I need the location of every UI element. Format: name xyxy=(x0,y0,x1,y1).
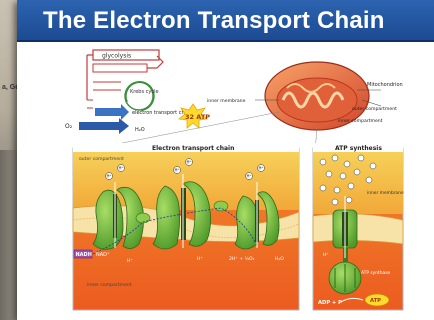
nadh-label: NADH xyxy=(76,252,92,258)
water-equation-label: 2H⁺ + ½O₂ xyxy=(229,255,255,262)
h-ion-label: H⁺ xyxy=(175,168,180,173)
inner-membrane-label: inner membrane xyxy=(207,98,246,104)
etc-h-matrix: H⁺ xyxy=(197,256,203,262)
slide: The Electron Transport Chain gl xyxy=(17,0,434,320)
atp-panel-title: ATP synthesis xyxy=(335,145,382,152)
etc-inner-label: inner compartment xyxy=(87,282,132,288)
mobile-carrier xyxy=(136,213,150,223)
etc-outer-label: outer compartment xyxy=(79,156,124,162)
nad-label: NAD⁺ xyxy=(96,252,110,258)
protein-complex-3 xyxy=(153,182,211,249)
mobile-carrier xyxy=(214,201,228,211)
mitochondrion-label: Mitochondrion xyxy=(367,82,403,88)
mitochondrion-illustration: Mitochondrion outer compartment inner co… xyxy=(77,62,403,152)
atp-synthase-label: ATP synthase xyxy=(361,270,391,276)
slide-title: The Electron Transport Chain xyxy=(43,7,385,35)
atp-inner-membrane-label: inner membrane xyxy=(367,190,404,196)
krebs-label: Krebs cycle xyxy=(130,89,159,95)
adp-label: ADP + P xyxy=(318,300,342,306)
o2-label: O₂ xyxy=(65,123,73,130)
title-bar: The Electron Transport Chain xyxy=(17,0,434,42)
inner-compartment-label: inner compartment xyxy=(338,118,383,124)
h-ion-label: H⁺ xyxy=(259,166,264,171)
atp-h-matrix: H⁺ xyxy=(323,252,329,258)
h-ion-label: H⁺ xyxy=(247,174,252,179)
atp-count-label: 32 ATP xyxy=(185,113,210,121)
h2o-overview-label: H₂O xyxy=(135,127,145,133)
glycolysis-label: glycolysis xyxy=(102,53,131,60)
overview-diagram: glycolysis Krebs cycle O₂ electron trans… xyxy=(65,50,210,134)
outer-compartment-label: outer compartment xyxy=(352,106,397,112)
etc-panel: Electron transport chain outer compartme… xyxy=(73,143,299,310)
h-ion-label: H⁺ xyxy=(119,166,124,171)
background-shadow xyxy=(0,150,18,320)
flow-arrow xyxy=(95,104,129,120)
etc-panel-title: Electron transport chain xyxy=(152,145,234,152)
h-ion-label: H⁺ xyxy=(187,160,192,165)
etc-diagram: glycolysis Krebs cycle O₂ electron trans… xyxy=(17,42,434,320)
etc-h-matrix: H⁺ xyxy=(127,258,133,264)
atp-product-label: ATP xyxy=(370,298,381,304)
atp-synthesis-panel: ATP synthesis inner membrane ATP xyxy=(313,143,404,310)
atp-membrane xyxy=(313,214,403,244)
h-ion-label: H⁺ xyxy=(107,174,112,179)
water-label: H₂O xyxy=(275,256,284,262)
